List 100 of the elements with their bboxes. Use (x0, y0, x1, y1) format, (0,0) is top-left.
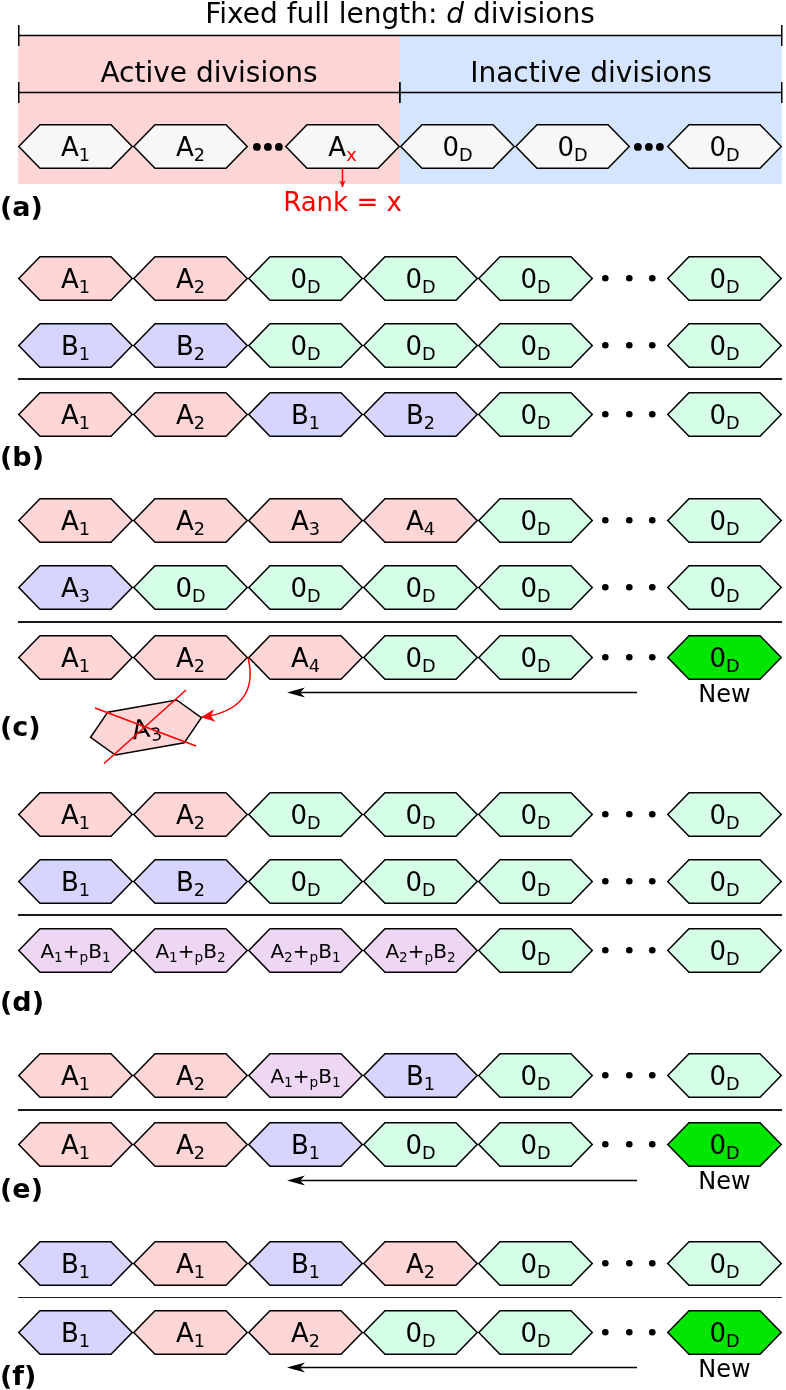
division-label: A$_{2}$ (175, 265, 205, 292)
division-hexagon (18, 928, 133, 973)
panel-label: (a) (0, 193, 43, 221)
division-hexagon (133, 498, 248, 543)
panel-label: (c) (0, 713, 41, 741)
rank-label: Rank = x (283, 187, 402, 217)
division-hexagon (667, 1241, 782, 1286)
division-label: 0$_{D}$ (520, 1319, 551, 1346)
division-label: A$_{2}$ (290, 1319, 320, 1346)
division-label: 0$_{D}$ (520, 265, 551, 292)
division-label: B$_{1}$ (60, 1250, 91, 1277)
division-label: 0$_{D}$ (709, 1319, 740, 1346)
division-hexagon (248, 392, 363, 437)
division-label: 0$_{D}$ (520, 401, 551, 428)
division-hexagon (363, 635, 478, 680)
division-hexagon (133, 928, 248, 973)
division-hexagon (478, 256, 593, 301)
division-label: 0$_{D}$ (175, 574, 206, 601)
division-label: 0$_{D}$ (520, 332, 551, 359)
division-label: A$_{2}$ (175, 133, 205, 160)
division-label: B$_{1}$ (290, 1131, 321, 1158)
panel-label: (b) (0, 443, 44, 471)
division-hexagon (18, 1310, 133, 1355)
division-label: 0$_{D}$ (405, 265, 436, 292)
division-label: 0$_{D}$ (709, 574, 740, 601)
division-hexagon (248, 1122, 363, 1167)
division-hexagon (478, 1310, 593, 1355)
division-hexagon (363, 392, 478, 437)
division-label: B$_{2}$ (175, 332, 206, 359)
division-hexagon (363, 1241, 478, 1286)
division-label: B$_{2}$ (405, 401, 436, 428)
division-hexagon (248, 565, 363, 610)
division-label: B$_{1}$ (60, 332, 91, 359)
division-hexagon (133, 1310, 248, 1355)
division-hexagon (133, 792, 248, 837)
division-hexagon (18, 565, 133, 610)
division-hexagon (363, 1122, 478, 1167)
division-hexagon (363, 928, 478, 973)
division-hexagon (248, 323, 363, 368)
division-hexagon (363, 256, 478, 301)
division-hexagon (133, 859, 248, 904)
division-hexagon (667, 928, 782, 973)
division-hexagon (478, 928, 593, 973)
division-label: A$_{1}$ (60, 644, 90, 671)
division-hexagon (18, 498, 133, 543)
division-hexagon (133, 1122, 248, 1167)
division-label: 0$_{D}$ (442, 133, 473, 160)
division-label: A$_{3}$ (290, 507, 320, 534)
division-label: B$_{1}$ (290, 401, 321, 428)
division-hexagon (18, 1241, 133, 1286)
panel-label: (f) (0, 1362, 37, 1390)
division-hexagon (478, 323, 593, 368)
division-hexagon (363, 1053, 478, 1098)
division-hexagon (363, 498, 478, 543)
division-hexagon (667, 498, 782, 543)
division-hexagon (478, 859, 593, 904)
division-label: B$_{1}$ (60, 1319, 91, 1346)
division-label: 0$_{D}$ (709, 133, 740, 160)
division-hexagon (18, 1122, 133, 1167)
division-label: 0$_{D}$ (520, 574, 551, 601)
division-label: A$_{1}$ (60, 507, 90, 534)
division-hexagon (667, 323, 782, 368)
division-hexagon (133, 124, 248, 169)
division-hexagon (363, 792, 478, 837)
division-hexagon (667, 792, 782, 837)
division-label: 0$_{D}$ (709, 332, 740, 359)
division-hexagon (478, 635, 593, 680)
division-label: 0$_{D}$ (290, 801, 321, 828)
division-hexagon (133, 392, 248, 437)
division-hexagon (363, 323, 478, 368)
division-label: B$_{1}$ (405, 1062, 436, 1089)
division-hexagon (667, 124, 782, 169)
division-label: 0$_{D}$ (709, 937, 740, 964)
division-label: 0$_{D}$ (520, 1062, 551, 1089)
division-hexagon (18, 635, 133, 680)
division-hexagon (133, 1241, 248, 1286)
division-hexagon (667, 1310, 782, 1355)
division-label: A$_{4}$ (405, 507, 435, 534)
division-label: B$_{1}$ (290, 1250, 321, 1277)
panel-label: (e) (0, 1175, 43, 1203)
division-hexagon (363, 1310, 478, 1355)
division-label: A$_{1}$ (60, 801, 90, 828)
division-hexagon (285, 124, 400, 169)
division-label: 0$_{D}$ (520, 644, 551, 671)
division-label: 0$_{D}$ (557, 133, 588, 160)
division-hexagon (18, 792, 133, 837)
division-label: 0$_{D}$ (290, 332, 321, 359)
division-hexagon (363, 859, 478, 904)
division-band (18, 36, 400, 184)
division-hexagon (667, 635, 782, 680)
division-label: 0$_{D}$ (709, 401, 740, 428)
division-hexagon (248, 498, 363, 543)
division-label: A$_{3}$ (60, 574, 90, 601)
band-heading: Active divisions (100, 57, 318, 89)
division-label: A$_{2}$ (175, 1062, 205, 1089)
division-label: A$_{x}$ (328, 133, 357, 160)
division-label: 0$_{D}$ (405, 868, 436, 895)
division-label: 0$_{D}$ (709, 1131, 740, 1158)
division-hexagon (667, 392, 782, 437)
division-label: A$_{1}$ (175, 1319, 205, 1346)
